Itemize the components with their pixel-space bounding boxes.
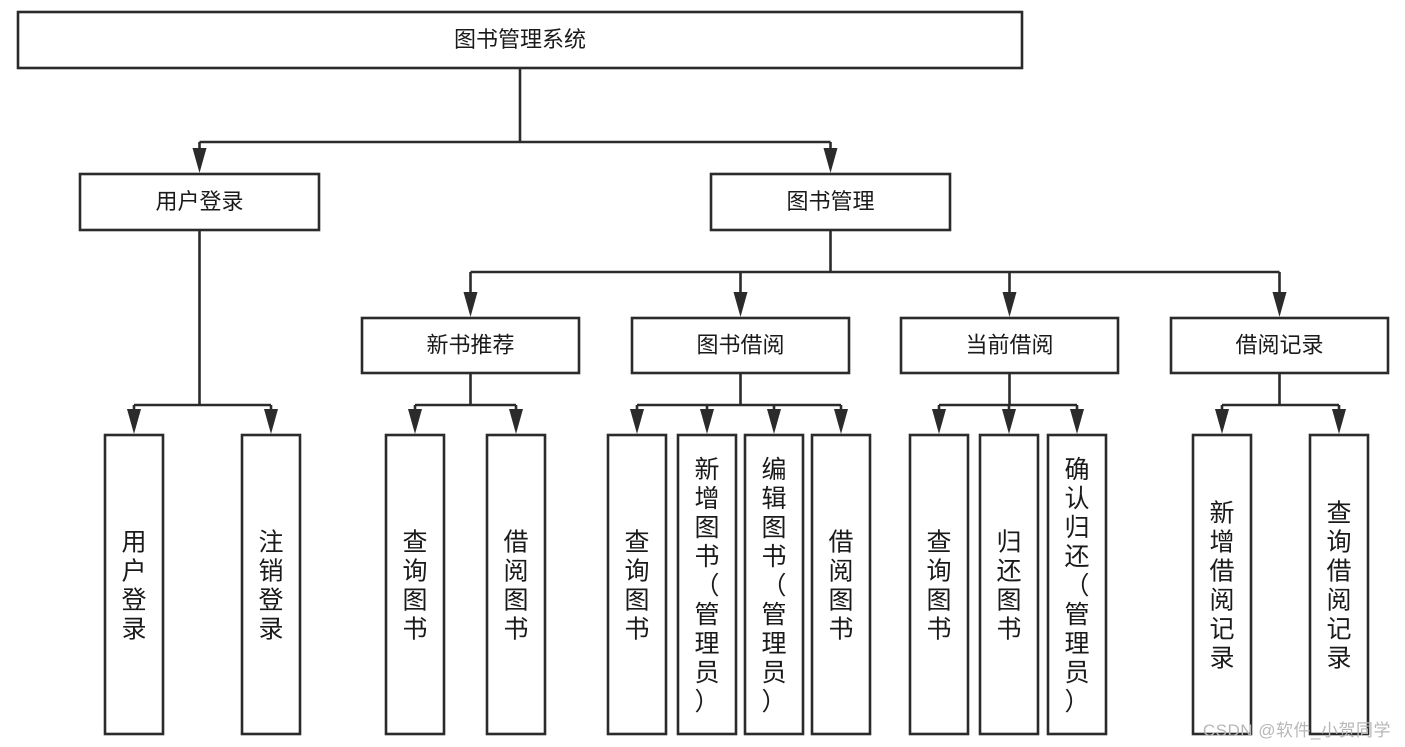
leaf-node-leaf-borrow-book-1-label: 借阅图书 [503,528,528,643]
leaf-node-leaf-user-login[interactable]: 用户登录 [103,433,165,736]
leaf-node-leaf-user-login-label: 用户登录 [121,528,146,643]
arrow-head-icon [463,292,478,317]
leaf-node-leaf-query-record[interactable]: 查询借阅记录 [1308,433,1370,736]
connector-group [127,230,278,434]
level3-node-new-book-recommend-box[interactable] [360,316,581,375]
leaf-node-leaf-return-book-label: 归还图书 [996,528,1021,643]
root-node-book-management-system-label: 图书管理系统 [454,27,586,52]
leaf-node-leaf-query-book-2-box[interactable] [606,433,668,736]
connector-group [630,373,848,434]
leaf-node-leaf-borrow-book-1-box[interactable] [485,433,547,736]
level2-node-user-login-label: 用户登录 [155,189,243,214]
node-boxes: 图书管理系统用户登录图书管理新书推荐图书借阅当前借阅借阅记录用户登录注销登录查询… [16,10,1390,736]
leaf-node-leaf-borrow-book-1[interactable]: 借阅图书 [485,433,547,736]
level2-node-book-manage[interactable]: 图书管理 [709,172,952,232]
level2-node-book-manage-box[interactable] [709,172,952,232]
leaf-node-leaf-query-book-1-label: 查询图书 [402,528,427,643]
leaf-node-leaf-query-book-1[interactable]: 查询图书 [384,433,446,736]
leaf-node-leaf-borrow-book-2-box[interactable] [810,433,872,736]
level3-node-borrow-record[interactable]: 借阅记录 [1169,316,1390,375]
level3-node-book-borrow-label: 图书借阅 [696,332,784,357]
arrow-head-icon [834,409,848,434]
leaf-node-leaf-query-book-2-label: 查询图书 [624,528,649,643]
level3-node-current-borrow-label: 当前借阅 [965,332,1053,357]
leaf-node-leaf-logout[interactable]: 注销登录 [240,433,302,736]
level3-node-borrow-record-box[interactable] [1169,316,1390,375]
connector-group [932,373,1084,434]
arrow-head-icon [1002,292,1017,317]
level3-node-new-book-recommend-label: 新书推荐 [426,332,514,357]
arrow-head-icon [1215,409,1229,434]
leaf-node-leaf-edit-book-label: 编辑图书（管理员） [761,456,786,716]
arrow-head-icon [509,409,523,434]
leaf-node-leaf-user-login-box[interactable] [103,433,165,736]
arrow-head-icon [1332,409,1346,434]
leaf-node-leaf-query-record-label: 查询借阅记录 [1326,499,1351,672]
connector-group [1215,373,1346,434]
leaf-node-leaf-confirm-return-label: 确认归还（管理员） [1064,456,1089,716]
leaf-node-leaf-confirm-return-box[interactable] [1046,433,1108,736]
connector-group [408,373,523,434]
leaf-node-leaf-add-book-label: 新增图书（管理员） [694,456,719,716]
leaf-node-leaf-edit-book[interactable]: 编辑图书（管理员） [743,433,805,736]
arrow-head-icon [1002,409,1016,434]
arrow-head-icon [700,409,714,434]
arrow-head-icon [264,409,278,434]
leaf-node-leaf-logout-label: 注销登录 [258,528,283,643]
level3-node-borrow-record-label: 借阅记录 [1235,332,1323,357]
leaf-node-leaf-confirm-return[interactable]: 确认归还（管理员） [1046,433,1108,736]
root-node-book-management-system[interactable]: 图书管理系统 [16,10,1024,70]
leaf-node-leaf-add-book-box[interactable] [676,433,738,736]
leaf-node-leaf-query-record-box[interactable] [1308,433,1370,736]
arrow-head-icon [733,292,748,317]
leaf-node-leaf-edit-book-box[interactable] [743,433,805,736]
connector-lines [127,68,1346,434]
level2-node-user-login-box[interactable] [78,172,321,232]
arrow-head-icon [823,148,838,173]
level3-node-book-borrow[interactable]: 图书借阅 [630,316,851,375]
level3-node-new-book-recommend[interactable]: 新书推荐 [360,316,581,375]
leaf-node-leaf-return-book[interactable]: 归还图书 [978,433,1040,736]
arrow-head-icon [1070,409,1084,434]
level3-node-current-borrow-box[interactable] [899,316,1120,375]
arrow-head-icon [1272,292,1287,317]
arrow-head-icon [630,409,644,434]
level3-node-current-borrow[interactable]: 当前借阅 [899,316,1120,375]
root-node-book-management-system-box[interactable] [16,10,1024,70]
connector-group [192,68,838,173]
leaf-node-leaf-add-record-label: 新增借阅记录 [1209,499,1234,672]
leaf-node-leaf-query-book-3-label: 查询图书 [926,528,951,643]
arrow-head-icon [192,148,207,173]
connector-group [463,230,1287,317]
csdn-watermark: CSDN @软件_小贺同学 [1202,721,1391,740]
arrow-head-icon [932,409,946,434]
leaf-node-leaf-query-book-3-box[interactable] [908,433,970,736]
leaf-node-leaf-query-book-3[interactable]: 查询图书 [908,433,970,736]
leaf-node-leaf-query-book-2[interactable]: 查询图书 [606,433,668,736]
level3-node-book-borrow-box[interactable] [630,316,851,375]
leaf-node-leaf-borrow-book-2-label: 借阅图书 [828,528,853,643]
leaf-node-leaf-add-book[interactable]: 新增图书（管理员） [676,433,738,736]
leaf-node-leaf-logout-box[interactable] [240,433,302,736]
leaf-node-leaf-return-book-box[interactable] [978,433,1040,736]
arrow-head-icon [127,409,141,434]
leaf-node-leaf-borrow-book-2[interactable]: 借阅图书 [810,433,872,736]
leaf-node-leaf-add-record[interactable]: 新增借阅记录 [1191,433,1253,736]
level2-node-user-login[interactable]: 用户登录 [78,172,321,232]
leaf-node-leaf-query-book-1-box[interactable] [384,433,446,736]
leaf-node-leaf-add-record-box[interactable] [1191,433,1253,736]
level2-node-book-manage-label: 图书管理 [786,189,874,214]
arrow-head-icon [767,409,781,434]
arrow-head-icon [408,409,422,434]
